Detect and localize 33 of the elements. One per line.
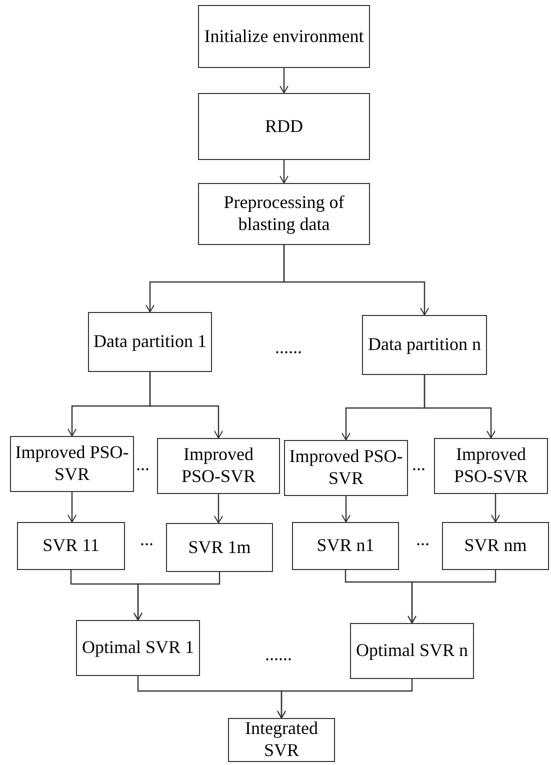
process-box: Improved PSO-SVR (10, 436, 134, 492)
ellipsis-label: ... (136, 455, 150, 473)
ellipsis-label: ... (140, 530, 154, 548)
arrow (277, 679, 413, 718)
process-box: SVR nm (442, 522, 549, 570)
arrow (280, 160, 288, 184)
arrow (149, 372, 223, 438)
process-box: Initialize environment (198, 5, 370, 68)
arrow (68, 492, 76, 522)
arrow (280, 68, 288, 94)
ellipsis-label: ...... (275, 338, 302, 356)
arrow (408, 570, 496, 624)
process-box: Preprocessing of blasting data (198, 183, 370, 245)
process-box: Optimal SVR 1 (76, 620, 200, 676)
arrow (424, 375, 496, 438)
process-box: Improved PSO-SVR (284, 440, 408, 496)
arrow (214, 494, 223, 524)
process-box: RDD (198, 93, 370, 160)
process-box: SVR 1m (166, 523, 273, 572)
process-box: SVR n1 (292, 522, 399, 570)
ellipsis-label: ...... (265, 645, 292, 663)
process-box: Improved PSO-SVR (434, 438, 548, 494)
arrow (134, 572, 220, 620)
process-box: Integrated SVR (228, 718, 335, 762)
process-box: Optimal SVR n (350, 623, 474, 679)
process-box: Data partition n (362, 315, 487, 375)
ellipsis-label: ... (412, 455, 426, 473)
process-box: SVR 11 (17, 522, 125, 570)
process-box: Improved PSO-SVR (157, 438, 280, 494)
arrow (283, 245, 429, 316)
ellipsis-label: ... (416, 530, 430, 548)
arrow (342, 496, 350, 522)
process-box: Data partition 1 (88, 312, 212, 372)
